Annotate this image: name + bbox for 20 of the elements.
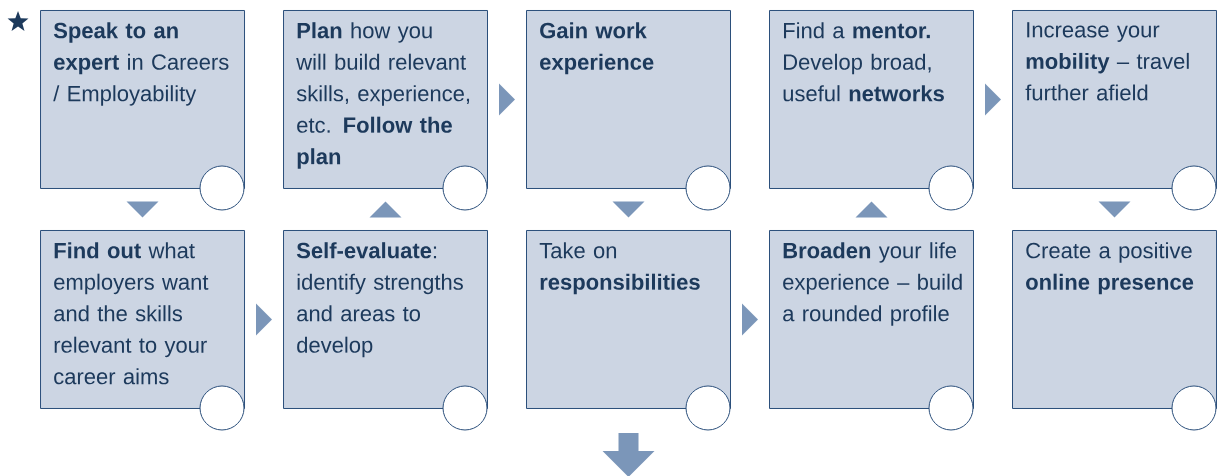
step-box: Find a mentor. Develop broad, useful networks	[769, 10, 974, 189]
arrow	[369, 201, 402, 218]
step-box: Plan how you will build relevant skills, experience, etc. Follow the plan	[283, 10, 488, 189]
arrow	[602, 433, 655, 476]
arrow	[742, 303, 758, 336]
arrow	[612, 201, 645, 218]
arrow	[499, 83, 515, 116]
arrow	[126, 201, 159, 218]
arrow	[1098, 201, 1131, 218]
arrow	[256, 303, 272, 336]
step-box: Speak to an expert in Careers / Employability	[40, 10, 245, 189]
step-box: Create a positive online presence	[1012, 230, 1217, 409]
arrow	[855, 201, 888, 218]
step-box: Find out what employers want and the skills relevant to your career aims	[40, 230, 245, 409]
step-box: Gain work experience	[526, 10, 731, 189]
arrow	[985, 83, 1001, 116]
step-box: Self-evaluate: identify strengths and areas to develop	[283, 230, 488, 409]
step-box: Take on responsibilities	[526, 230, 731, 409]
step-box: Broaden your life experience – build a rounded profile	[769, 230, 974, 409]
step-box: Increase your mobility – travel further afield	[1012, 10, 1217, 189]
